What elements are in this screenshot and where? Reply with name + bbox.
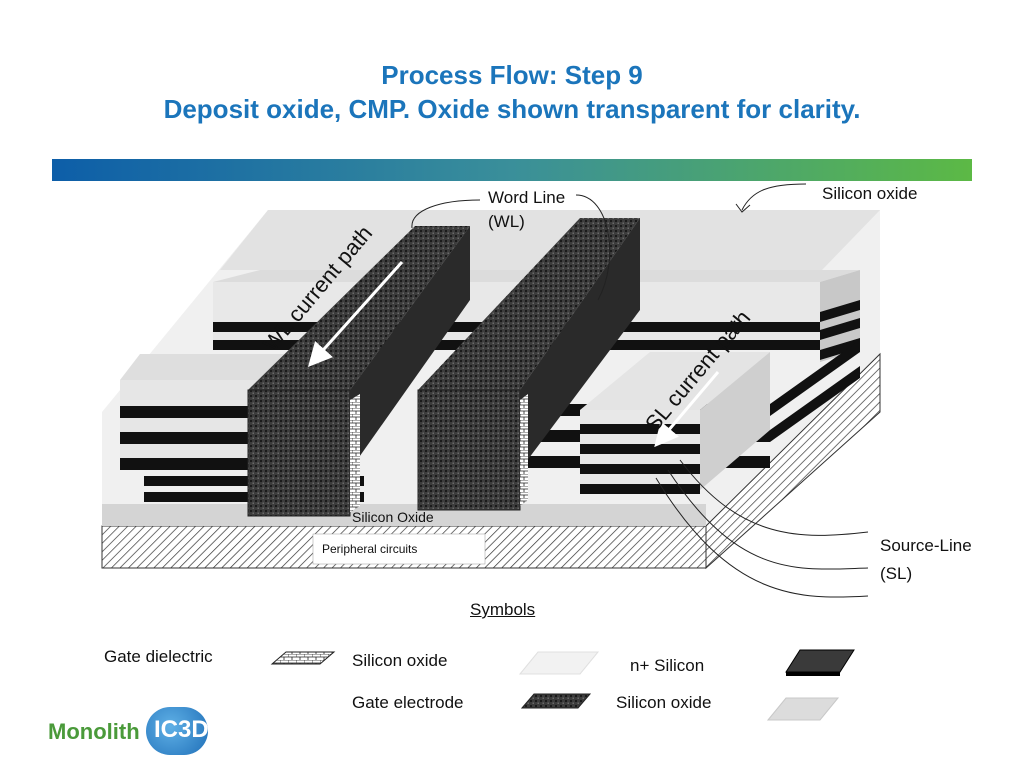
symbol-gate-electrode-swatch	[520, 693, 592, 709]
peripheral-circuits-label: Peripheral circuits	[322, 542, 418, 556]
source-line-fin	[580, 352, 770, 494]
symbol-silicon-oxide-gray-swatch	[766, 697, 840, 721]
word-line-abbr-label: (WL)	[488, 212, 525, 231]
word-line-callout	[411, 194, 611, 301]
wl-current-arrow	[307, 260, 404, 367]
gradient-bar	[52, 159, 972, 181]
title-line-2: Deposit oxide, CMP. Oxide shown transpar…	[163, 94, 861, 124]
symbol-gate-dielectric-swatch	[270, 651, 336, 665]
symbol-gate-electrode-label: Gate electrode	[352, 693, 464, 712]
source-line-callout	[655, 459, 869, 598]
symbol-gate-dielectric-label: Gate dielectric	[104, 647, 213, 666]
logo-badge-text: IC3D	[154, 716, 209, 743]
silicon-oxide-callout-arrow	[735, 203, 751, 213]
symbol-silicon-oxide-1-label: Silicon oxide	[352, 651, 448, 670]
source-line-abbr-label: (SL)	[880, 564, 913, 583]
symbol-n-plus-silicon-swatch	[785, 649, 855, 676]
title-line-1: Process Flow: Step 9	[381, 60, 643, 90]
symbols-heading: Symbols	[470, 600, 536, 619]
silicon-oxide-callout	[741, 183, 807, 211]
slide-title: Process Flow: Step 9 Deposit oxide, CMP.…	[0, 58, 1024, 126]
word-line-2	[417, 218, 640, 511]
word-line-label: Word Line	[488, 188, 566, 207]
logo-badge	[146, 707, 208, 755]
sl-current-arrow	[654, 371, 720, 448]
symbol-silicon-oxide-light-swatch	[518, 651, 600, 675]
peripheral-substrate	[101, 352, 881, 570]
symbol-silicon-oxide-2-label: Silicon oxide	[616, 693, 712, 712]
silicon-oxide-top-label: Silicon oxide	[822, 184, 918, 203]
silicon-oxide-base-label: Silicon Oxide	[352, 509, 434, 525]
logo-text: Monolith	[48, 719, 140, 744]
symbol-n-plus-silicon-label: n+ Silicon	[630, 656, 705, 675]
source-line-label: Source-Line	[880, 536, 972, 555]
